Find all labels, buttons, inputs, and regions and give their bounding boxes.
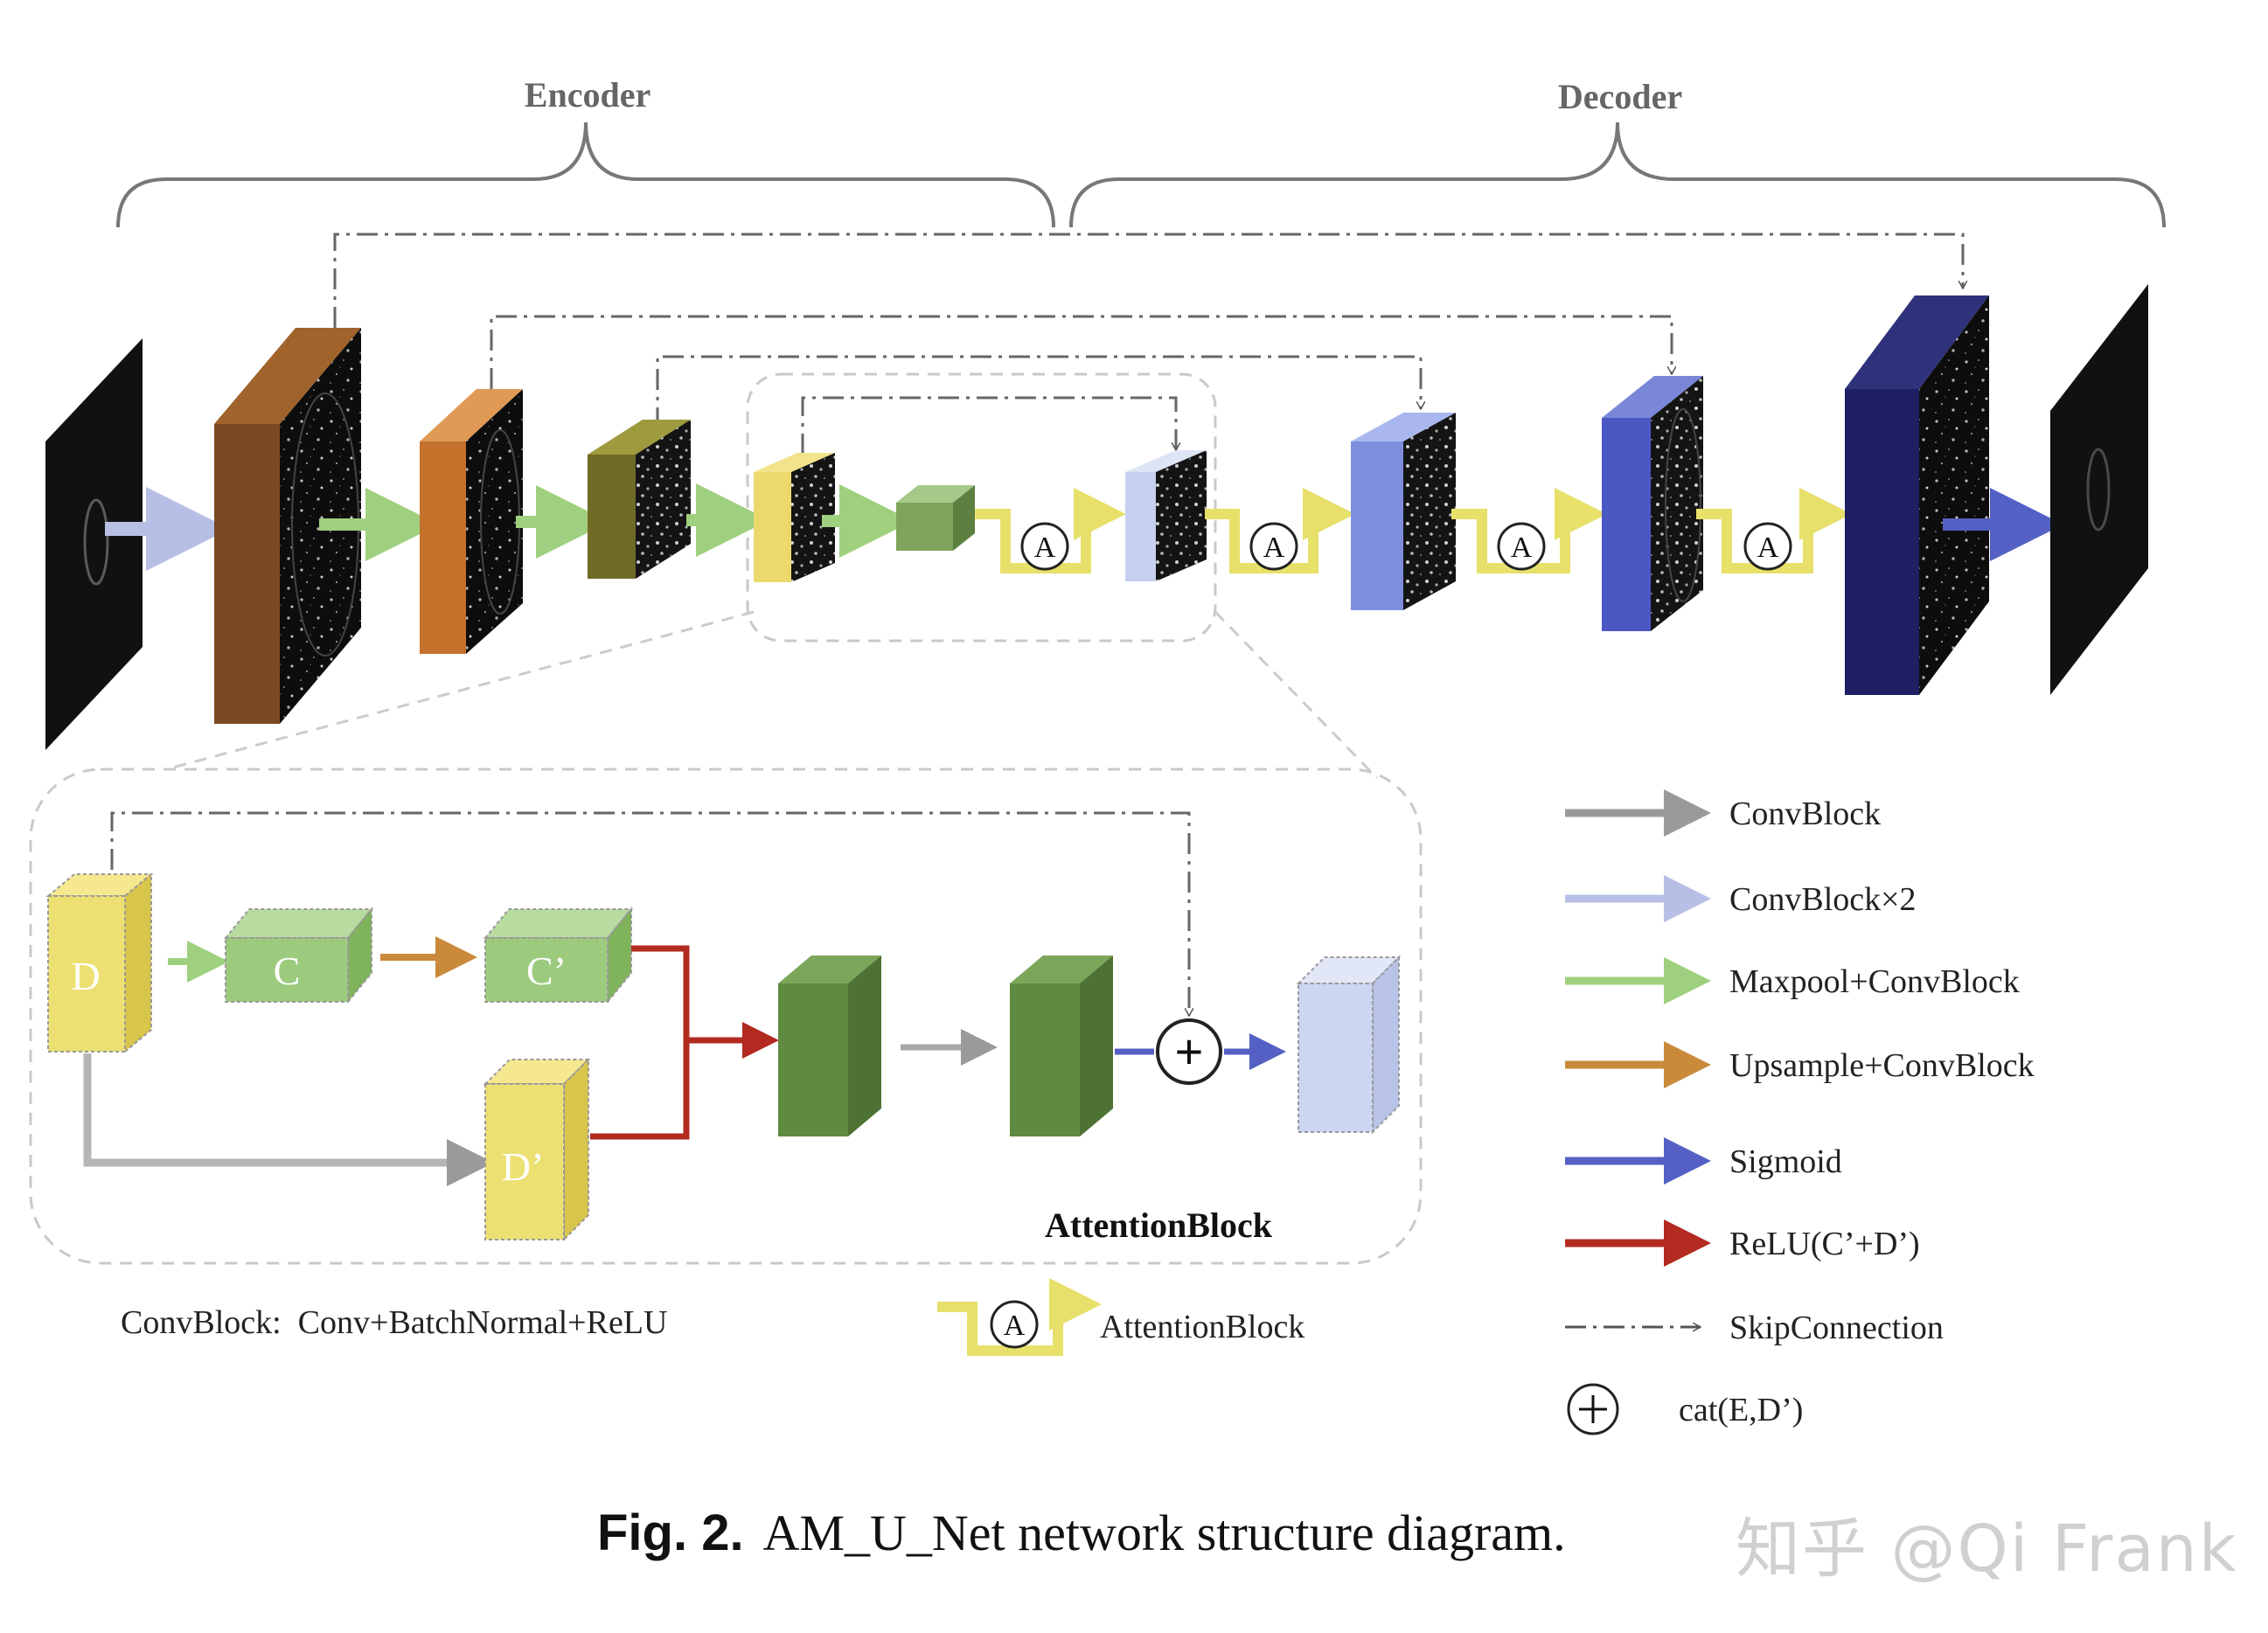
legend-item-relu: ReLU(C’+D’) bbox=[1565, 1220, 1920, 1267]
attention-marker-4-label: A bbox=[1757, 532, 1779, 564]
legend-item-upsample-convblock: Upsample+ConvBlock bbox=[1565, 1041, 2035, 1088]
legend-item-skip-connection: SkipConnection bbox=[1565, 1310, 1944, 1346]
legend: ConvBlock ConvBlock×2 Maxpool+ConvBlock … bbox=[1565, 789, 2035, 1435]
skip-connection-2 bbox=[490, 315, 1672, 389]
inset-d-label: D bbox=[71, 954, 100, 998]
attention-marker-3: A bbox=[1451, 488, 1607, 573]
inset-c-label: C bbox=[274, 949, 301, 993]
attention-marker-1: A bbox=[975, 488, 1126, 573]
skip-connection-3 bbox=[656, 355, 1421, 428]
watermark: 知乎 @Qi Frank bbox=[1736, 1511, 2238, 1587]
encoder-block-4 bbox=[754, 453, 835, 582]
legend-label: SkipConnection bbox=[1729, 1310, 1944, 1346]
output-image bbox=[2050, 284, 2148, 695]
legend-item-concat: cat(E,D’) bbox=[1567, 1383, 1803, 1435]
figure-number: Fig. 2. bbox=[597, 1504, 744, 1561]
decoder-label: Decoder bbox=[1558, 77, 1682, 116]
bottleneck-block bbox=[896, 485, 975, 551]
attention-marker-3-label: A bbox=[1511, 532, 1533, 564]
convblock-note: ConvBlock: Conv+BatchNormal+ReLU bbox=[121, 1304, 667, 1341]
inset-block-d bbox=[45, 872, 154, 1054]
attention-marker-2-label: A bbox=[1263, 532, 1285, 564]
decoder-brace bbox=[1069, 122, 2166, 228]
figure-caption-text: AM_U_Net network structure diagram. bbox=[762, 1504, 1566, 1561]
attention-marker-1-label: A bbox=[1034, 532, 1056, 564]
attention-block-inset bbox=[29, 768, 1423, 1265]
attention-marker-2: A bbox=[1205, 488, 1355, 573]
figure-caption: Fig. 2. AM_U_Net network structure diagra… bbox=[597, 1504, 1566, 1562]
zoom-guide-right bbox=[1214, 610, 1379, 780]
legend-label: cat(E,D’) bbox=[1679, 1392, 1803, 1428]
legend-label: Sigmoid bbox=[1729, 1143, 1842, 1180]
decoder-block-2 bbox=[1351, 413, 1456, 610]
inset-d-prime-label: D’ bbox=[502, 1144, 545, 1189]
encoder-brace bbox=[116, 122, 1055, 228]
attention-marker-4: A bbox=[1696, 488, 1852, 573]
inset-block-d-prime bbox=[483, 1057, 591, 1242]
encoder-label: Encoder bbox=[525, 75, 650, 115]
legend-item-convblock-x2: ConvBlock×2 bbox=[1565, 875, 1917, 922]
inset-green-block-1 bbox=[778, 955, 881, 1136]
legend-item-maxpool-convblock: Maxpool+ConvBlock bbox=[1565, 957, 2020, 1004]
inset-plus-symbol: + bbox=[1175, 1024, 1204, 1079]
inset-skip-connection bbox=[110, 811, 1189, 1016]
encoder-block-2 bbox=[420, 389, 523, 654]
decoder-block-3 bbox=[1602, 376, 1703, 631]
input-image bbox=[45, 338, 143, 750]
legend-label: ReLU(C’+D’) bbox=[1729, 1226, 1920, 1262]
decoder-block-1 bbox=[1125, 450, 1207, 581]
attention-key-symbol-label: A bbox=[1004, 1310, 1026, 1342]
encoder-block-3 bbox=[588, 420, 691, 579]
decoder-block-4 bbox=[1845, 295, 1989, 695]
inset-arrow-convblock bbox=[83, 1053, 494, 1186]
inset-block-c-prime bbox=[483, 907, 634, 1004]
skip-connection-4 bbox=[801, 396, 1176, 455]
inset-output-block bbox=[1296, 955, 1402, 1135]
skip-connection-1 bbox=[333, 233, 1963, 328]
zoom-guide-left bbox=[165, 610, 755, 771]
inset-relu-connector bbox=[590, 945, 779, 1140]
inset-title: AttentionBlock bbox=[1045, 1206, 1273, 1245]
legend-label: ConvBlock×2 bbox=[1729, 881, 1917, 918]
inset-green-block-2 bbox=[1010, 955, 1113, 1136]
attention-key-symbol: A bbox=[937, 1278, 1102, 1356]
legend-label: Maxpool+ConvBlock bbox=[1729, 963, 2020, 1000]
inset-concat-node: + bbox=[1156, 1018, 1222, 1085]
inset-block-c bbox=[223, 907, 374, 1004]
legend-item-sigmoid: Sigmoid bbox=[1565, 1137, 1842, 1185]
legend-item-convblock: ConvBlock bbox=[1565, 789, 1881, 837]
legend-label: ConvBlock bbox=[1729, 796, 1881, 832]
legend-label: Upsample+ConvBlock bbox=[1729, 1047, 2035, 1084]
attention-key-label: AttentionBlock bbox=[1100, 1309, 1304, 1345]
inset-c-prime-label: C’ bbox=[526, 949, 567, 993]
